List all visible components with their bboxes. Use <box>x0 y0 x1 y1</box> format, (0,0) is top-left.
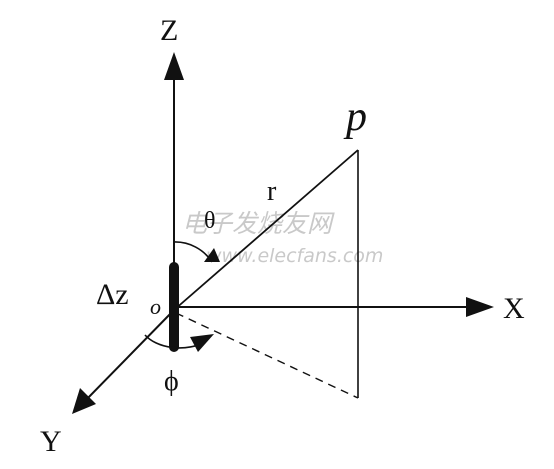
projection-dashed <box>175 312 359 399</box>
theta-label: θ <box>204 208 216 234</box>
dipole-element <box>169 262 179 352</box>
x-axis-label: X <box>503 292 525 325</box>
watermark-chinese: 电子发烧友网 <box>182 209 335 238</box>
z-axis-label: Z <box>160 14 178 47</box>
radius-label: r <box>267 176 277 207</box>
dipole-label: Δz <box>96 278 129 311</box>
phi-arrowhead <box>190 334 214 352</box>
watermark-url: www.elecfans.com <box>206 245 383 267</box>
z-axis-arrowhead <box>164 52 184 80</box>
y-axis <box>83 309 175 403</box>
phi-label: ϕ <box>164 366 179 397</box>
watermark: 电子发烧友网 www.elecfans.com <box>182 209 383 267</box>
x-axis-arrowhead <box>466 297 494 317</box>
origin-label: o <box>150 294 161 319</box>
point-label: p <box>343 94 367 140</box>
y-axis-label: Y <box>40 425 62 458</box>
radius-line <box>173 149 359 311</box>
y-axis-arrowhead <box>72 388 96 414</box>
theta-arrowhead <box>204 248 220 262</box>
